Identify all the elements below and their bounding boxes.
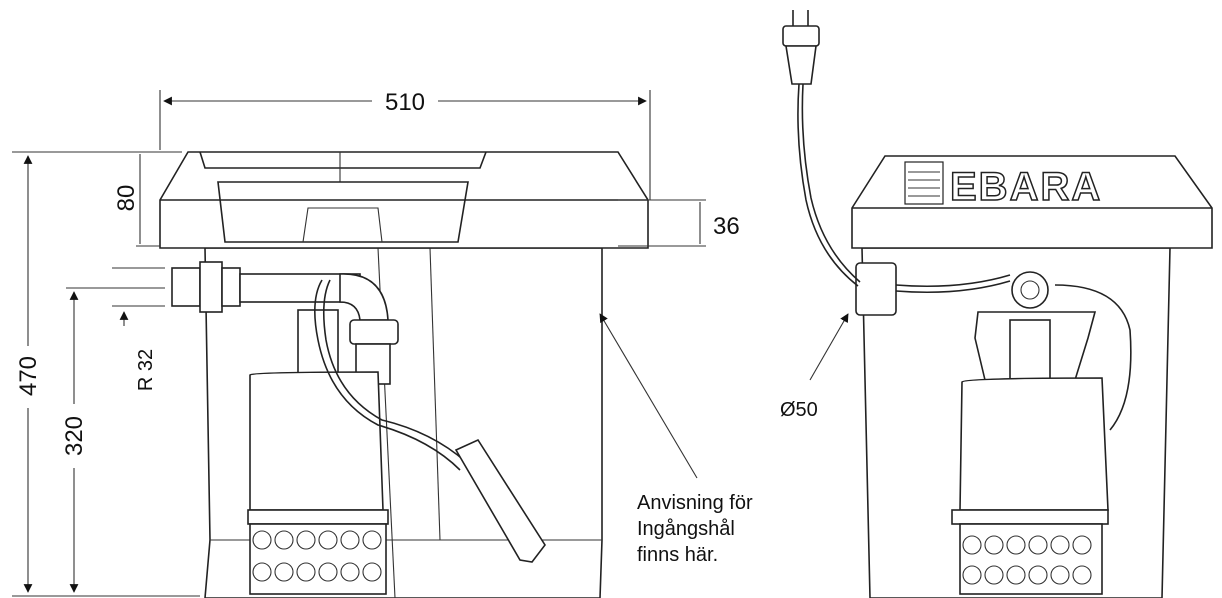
cable-gland bbox=[855, 262, 897, 316]
note-line-3: finns här. bbox=[637, 544, 719, 566]
dim-cable-hole: Ø50 bbox=[780, 399, 818, 421]
note-arrow bbox=[599, 313, 698, 479]
dim-510: 510 bbox=[385, 89, 425, 116]
note-line-1: Anvisning för bbox=[637, 492, 753, 514]
inlet-pipe bbox=[171, 261, 389, 321]
dim-r32: R 32 bbox=[135, 349, 157, 391]
pump-left bbox=[247, 279, 546, 595]
note-line-2: Ingångshål bbox=[637, 518, 735, 540]
front-view: EBARA bbox=[780, 10, 1213, 598]
pump-front bbox=[951, 271, 1109, 595]
dim-36: 36 bbox=[713, 213, 740, 240]
ebara-logo: EBARA bbox=[904, 161, 1102, 210]
power-plug bbox=[782, 10, 1132, 431]
side-view: 510 80 36 470 320 R 32 bbox=[12, 89, 740, 598]
lid-tray bbox=[199, 151, 487, 169]
dim-80: 80 bbox=[113, 185, 140, 212]
entry-hole-note: Anvisning för Ingångshål finns här. bbox=[637, 490, 753, 568]
dim-470: 470 bbox=[15, 356, 42, 396]
dim-320: 320 bbox=[61, 416, 88, 456]
cable-hole-arrow bbox=[809, 313, 849, 381]
brand-text: EBARA bbox=[950, 165, 1102, 209]
